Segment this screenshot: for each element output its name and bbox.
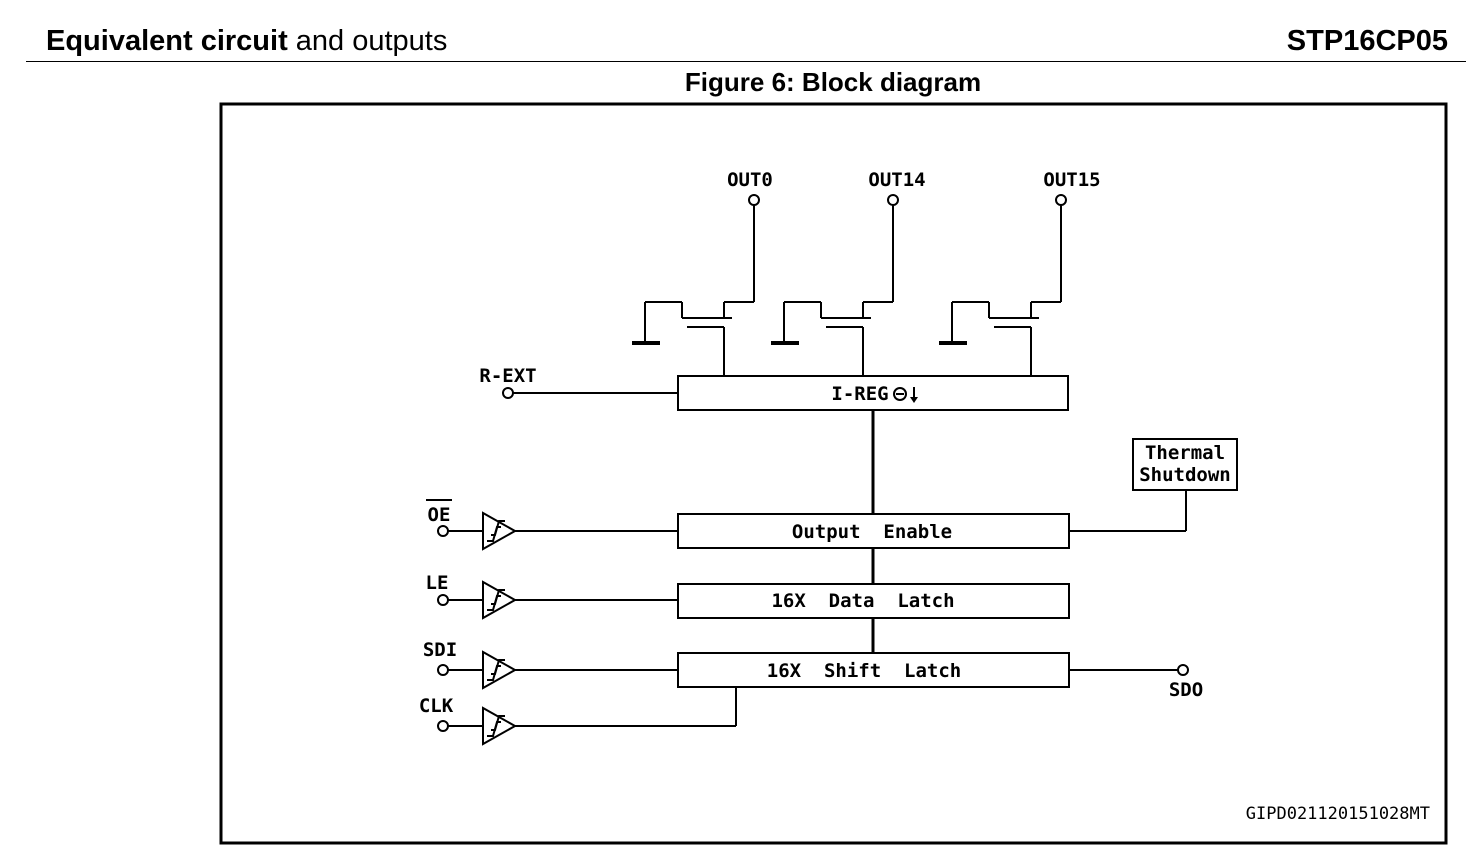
out15-pin: [1055, 194, 1067, 206]
output-enable-label: Output Enable: [792, 521, 952, 543]
clk-label: CLK: [419, 695, 454, 717]
le-buffer-icon: [482, 580, 518, 620]
clk-pin: [437, 720, 449, 732]
oe-label: OE: [428, 504, 451, 526]
section-heading-bold: Equivalent circuit: [46, 25, 288, 57]
le-pin: [437, 594, 449, 606]
current-arrow-icon: [910, 397, 918, 403]
le-label: LE: [426, 572, 449, 594]
sdi-pin: [437, 664, 449, 676]
sdi-label: SDI: [423, 639, 457, 661]
clk-buffer-icon: [482, 706, 518, 746]
sdo-pin: [1177, 664, 1189, 676]
out14-label: OUT14: [868, 169, 925, 191]
figure-title: Figure 6: Block diagram: [684, 67, 982, 97]
signal-wires: [448, 392, 1187, 727]
thermal-label-line2: Shutdown: [1139, 464, 1231, 486]
header-rule: [26, 61, 1466, 62]
out0-label: OUT0: [727, 169, 773, 191]
oe-pin: [437, 525, 449, 537]
transistor-out0: [632, 205, 755, 376]
figure-code: GIPD021120151028MT: [1246, 804, 1430, 824]
transistor-out14: [771, 205, 894, 376]
rext-pin: [502, 387, 514, 399]
sdi-buffer-icon: [482, 650, 518, 690]
shift-latch-label: 16X Shift Latch: [767, 660, 961, 682]
data-latch-label: 16X Data Latch: [771, 590, 954, 612]
section-heading-rest: and outputs: [287, 25, 448, 57]
out15-label: OUT15: [1043, 169, 1100, 191]
sdo-label: SDO: [1169, 679, 1203, 701]
oe-buffer-icon: [482, 511, 518, 551]
shift-latch-block: [677, 652, 1070, 688]
data-latch-block: [677, 583, 1070, 619]
diagram-frame: [219, 102, 1448, 845]
thermal-label-line1: Thermal: [1145, 442, 1225, 464]
transistor-out15: [939, 205, 1062, 376]
out0-pin: [748, 194, 760, 206]
ireg-label: I-REG: [831, 383, 888, 405]
thermal-shutdown-block: [1132, 438, 1238, 491]
section-heading: Equivalent circuit and outputs: [46, 24, 447, 58]
part-number: STP16CP05: [1286, 25, 1448, 57]
output-stage: [632, 205, 1062, 376]
rext-label: R-EXT: [479, 365, 536, 387]
out14-pin: [887, 194, 899, 206]
